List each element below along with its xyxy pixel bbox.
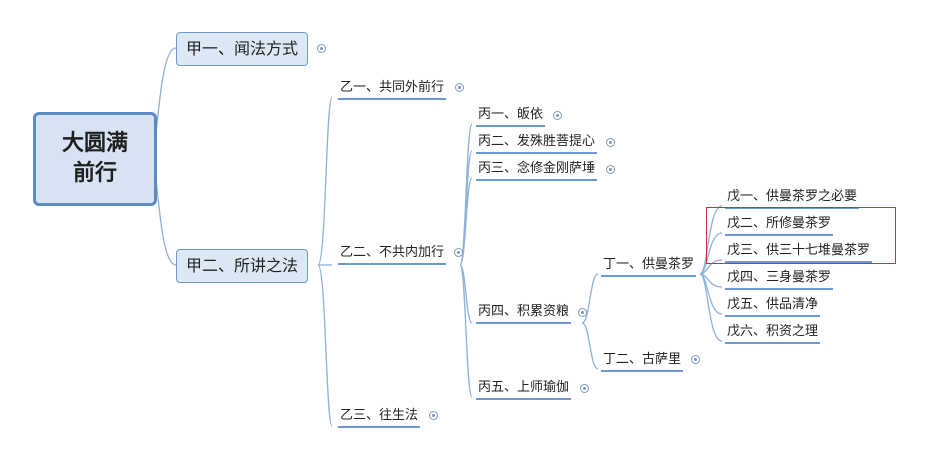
node-jia2-label: 甲二、所讲之法 — [186, 256, 299, 275]
node-wu4[interactable]: 戊四、三身曼茶罗 — [725, 270, 834, 290]
collapse-toggle-icon[interactable] — [455, 83, 464, 92]
node-yi1[interactable]: 乙一、共同外前行 — [338, 80, 447, 100]
collapse-toggle-icon[interactable] — [578, 308, 587, 317]
collapse-toggle-icon[interactable] — [580, 384, 589, 393]
selection-highlight-box — [706, 207, 896, 264]
node-bing5[interactable]: 丙五、上师瑜伽 — [476, 380, 572, 400]
node-jia2[interactable]: 甲二、所讲之法 — [176, 249, 309, 283]
node-bing4[interactable]: 丙四、积累资粮 — [476, 304, 572, 324]
node-wu6[interactable]: 戊六、积资之理 — [725, 324, 821, 344]
collapse-toggle-icon[interactable] — [553, 111, 562, 120]
collapse-toggle-icon[interactable] — [691, 355, 700, 364]
collapse-toggle-icon[interactable] — [606, 165, 615, 174]
collapse-toggle-icon[interactable] — [454, 248, 463, 257]
node-yi2[interactable]: 乙二、不共内加行 — [338, 245, 447, 265]
node-ding2[interactable]: 丁二、古萨里 — [601, 352, 684, 372]
node-wu2[interactable]: 戊二、所修曼茶罗 — [725, 216, 834, 236]
root-node[interactable]: 大圆满前行 — [33, 112, 157, 206]
node-wu1[interactable]: 戊一、供曼茶罗之必要 — [725, 189, 860, 209]
collapse-toggle-icon[interactable] — [317, 44, 326, 53]
node-wu5[interactable]: 戊五、供品清净 — [725, 297, 821, 317]
node-jia1-label: 甲一、闻法方式 — [186, 39, 299, 58]
root-label: 大圆满前行 — [61, 131, 128, 186]
node-yi3[interactable]: 乙三、往生法 — [338, 408, 421, 428]
node-bing1[interactable]: 丙一、皈依 — [476, 107, 546, 127]
collapse-toggle-icon[interactable] — [429, 411, 438, 420]
node-bing2[interactable]: 丙二、发殊胜菩提心 — [476, 134, 598, 154]
node-bing3[interactable]: 丙三、念修金刚萨埵 — [476, 161, 598, 181]
node-jia1[interactable]: 甲一、闻法方式 — [176, 32, 309, 66]
node-wu3[interactable]: 戊三、供三十七堆曼茶罗 — [725, 243, 873, 263]
collapse-toggle-icon[interactable] — [606, 138, 615, 147]
node-ding1[interactable]: 丁一、供曼茶罗 — [601, 257, 697, 277]
